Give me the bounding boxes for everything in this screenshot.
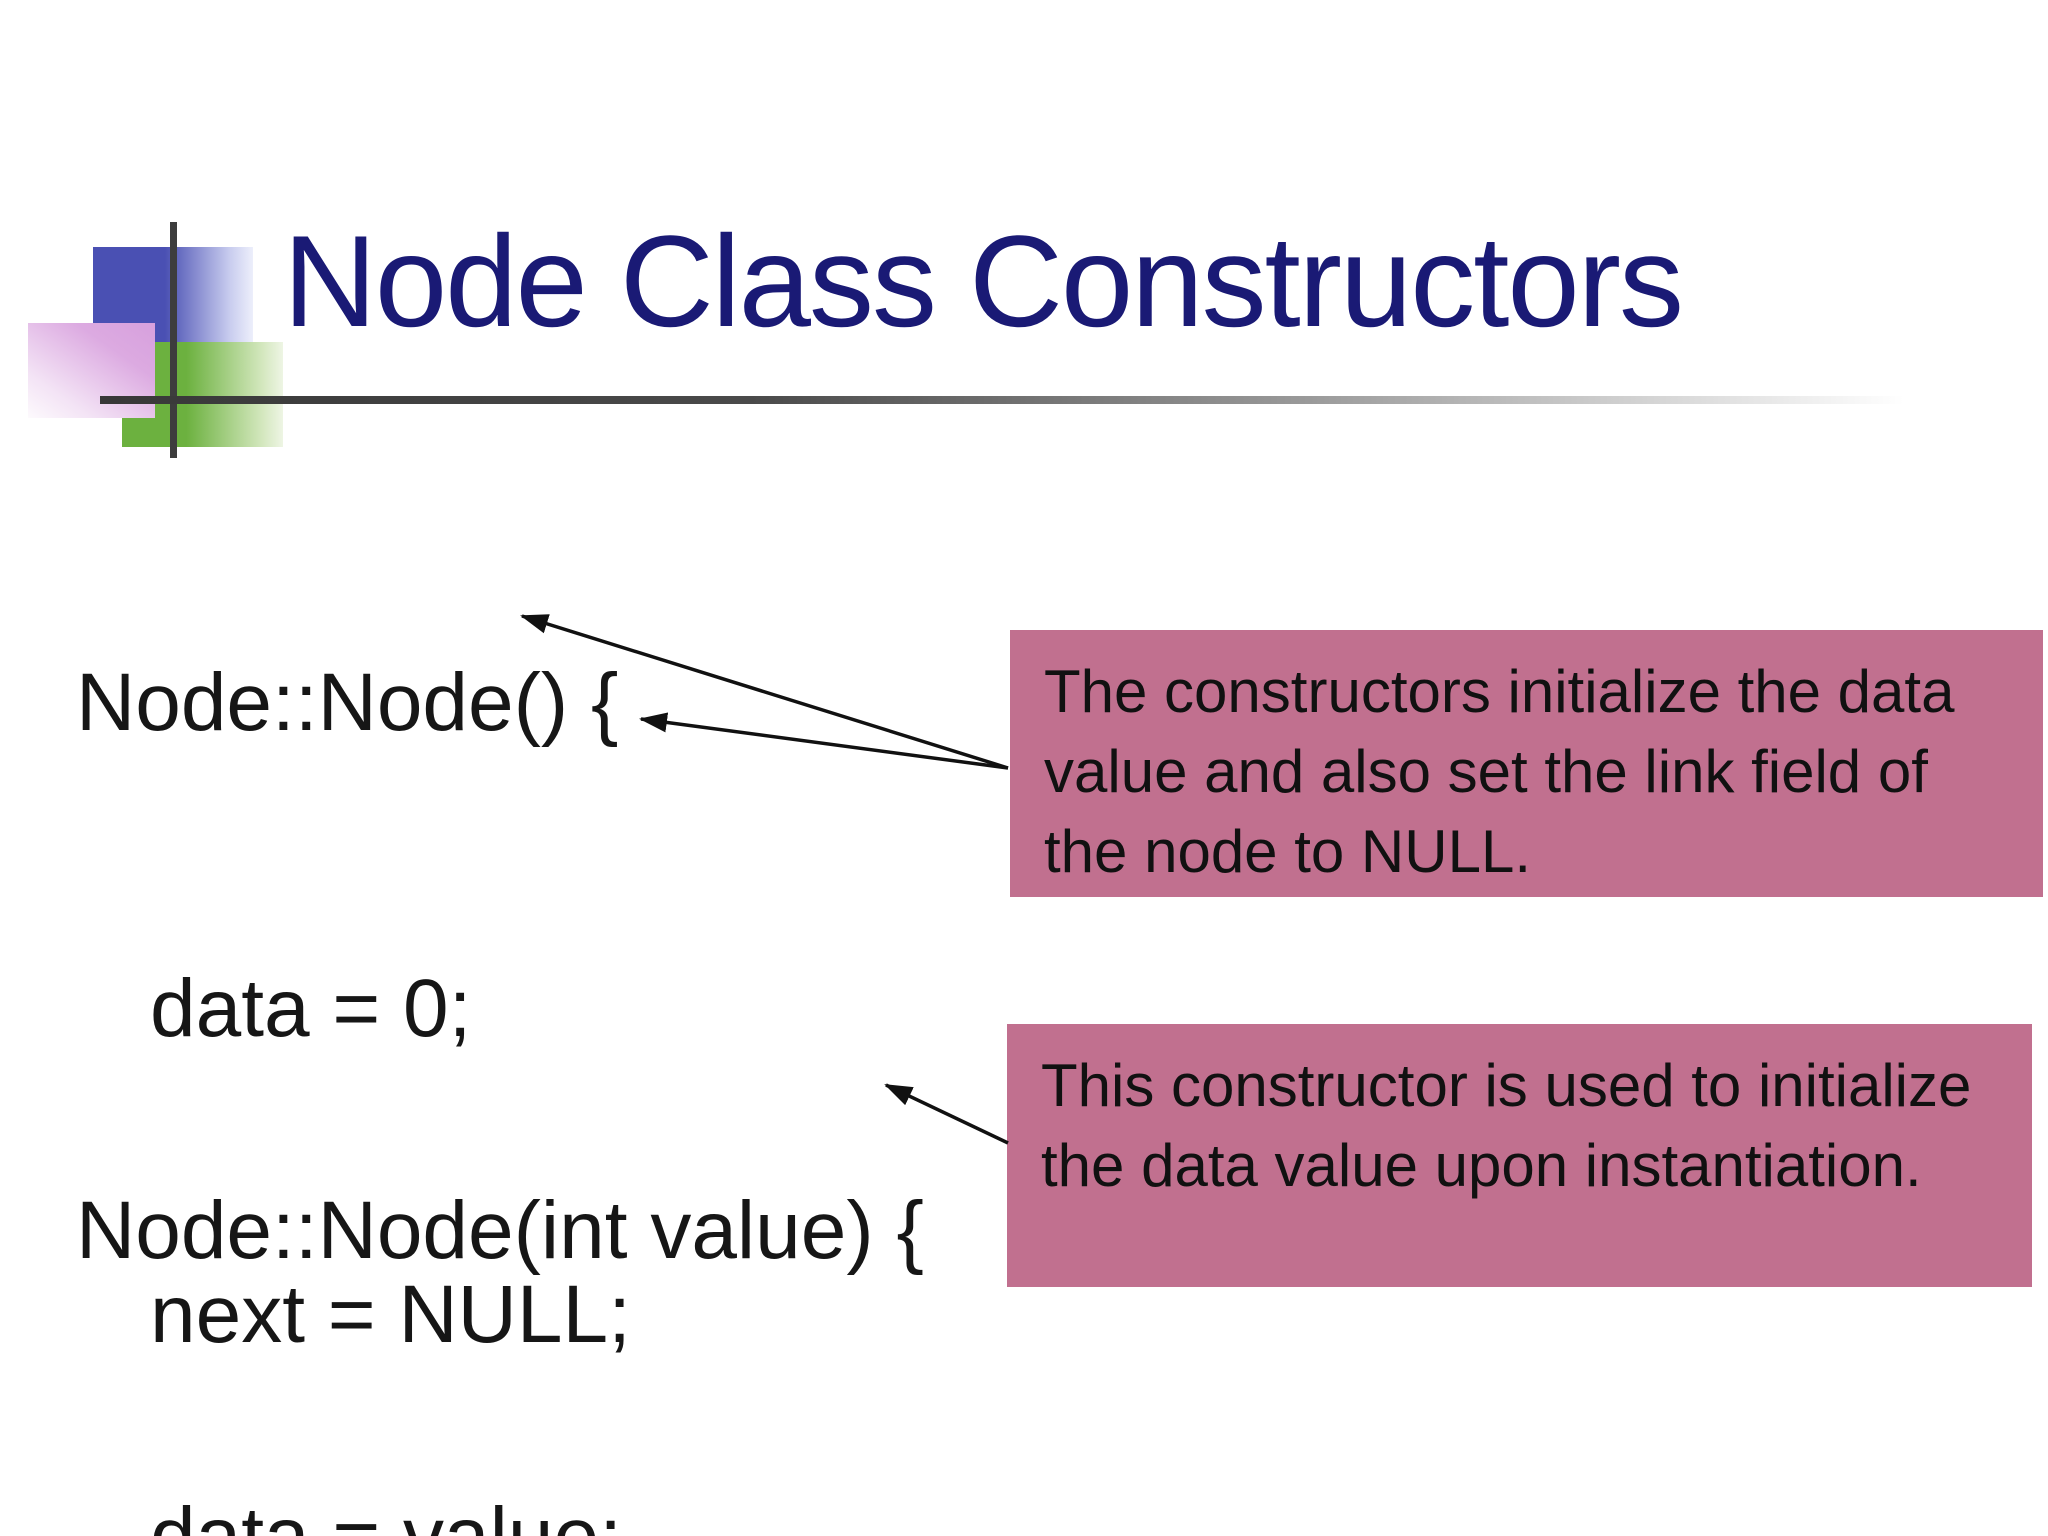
code-block-parameterized-constructor: Node::Node(int value) { data = value; ne… (76, 976, 924, 1536)
page-title: Node Class Constructors (283, 208, 1684, 354)
code-line: data = 0; (150, 963, 472, 1054)
code-line: data = value; (150, 1486, 924, 1536)
callout-text: The constructors initialize the data val… (1044, 658, 1955, 885)
callout-box-parameterized: This constructor is used to initialize t… (1007, 1024, 2032, 1287)
code-line: Node::Node(int value) { (76, 1185, 924, 1276)
callout-box-constructors: The constructors initialize the data val… (1010, 630, 2043, 897)
code-line: Node::Node() { (76, 657, 619, 748)
callout-text: This constructor is used to initialize t… (1041, 1052, 1972, 1199)
arrow-to-next-null (639, 712, 1009, 770)
code-line: next = NULL; (150, 1269, 631, 1360)
title-underline-rule (100, 396, 1960, 404)
decoration-vertical-line (170, 222, 177, 458)
